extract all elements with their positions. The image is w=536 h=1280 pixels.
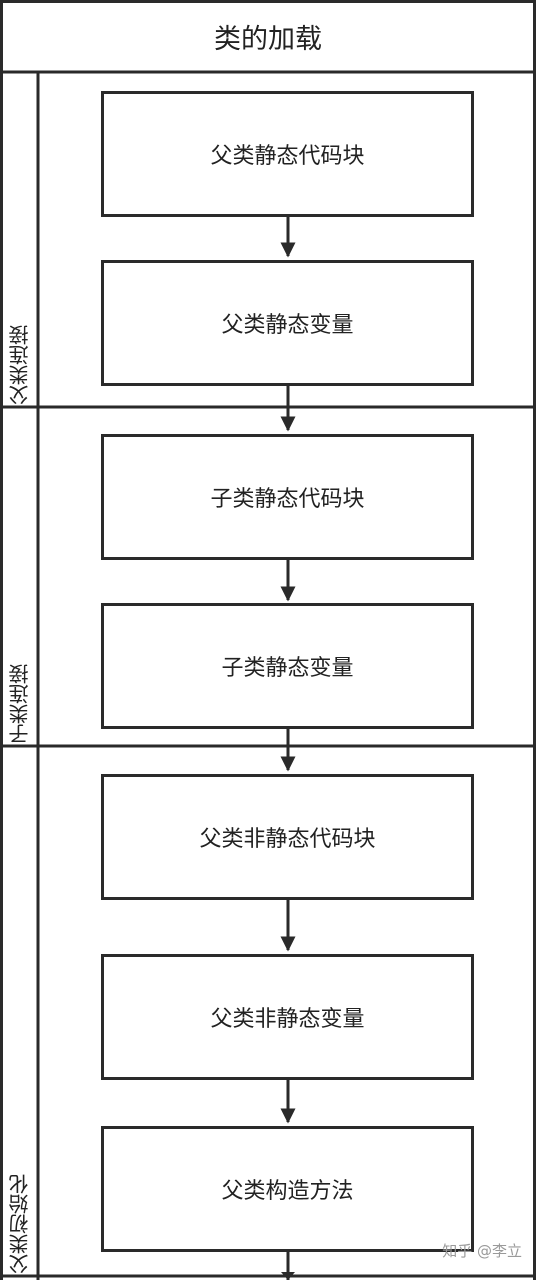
- arrow-7-head: [281, 1272, 295, 1280]
- lane-label-child-link: 子类连接: [0, 409, 38, 744]
- step-box: 父类构造方法: [101, 1126, 474, 1252]
- watermark: 知乎 @李立: [442, 1242, 522, 1260]
- lane-label-text: 父类连接: [7, 325, 32, 405]
- step-box: 父类非静态变量: [101, 954, 474, 1080]
- step-box: 子类静态变量: [101, 603, 474, 729]
- step-box: 父类非静态代码块: [101, 774, 474, 900]
- lane-label-parent-link: 父类连接: [0, 74, 38, 405]
- step-box: 父类静态代码块: [101, 91, 474, 217]
- lane-label-parent-init: 父类初始化: [0, 748, 38, 1274]
- lane-label-text: 父类初始化: [7, 1174, 32, 1274]
- step-box: 父类静态变量: [101, 260, 474, 386]
- connectors: [280, 217, 296, 1280]
- step-box: 子类静态代码块: [101, 434, 474, 560]
- diagram-title: 类的加载: [214, 23, 322, 55]
- lane-label-text: 子类连接: [7, 664, 32, 744]
